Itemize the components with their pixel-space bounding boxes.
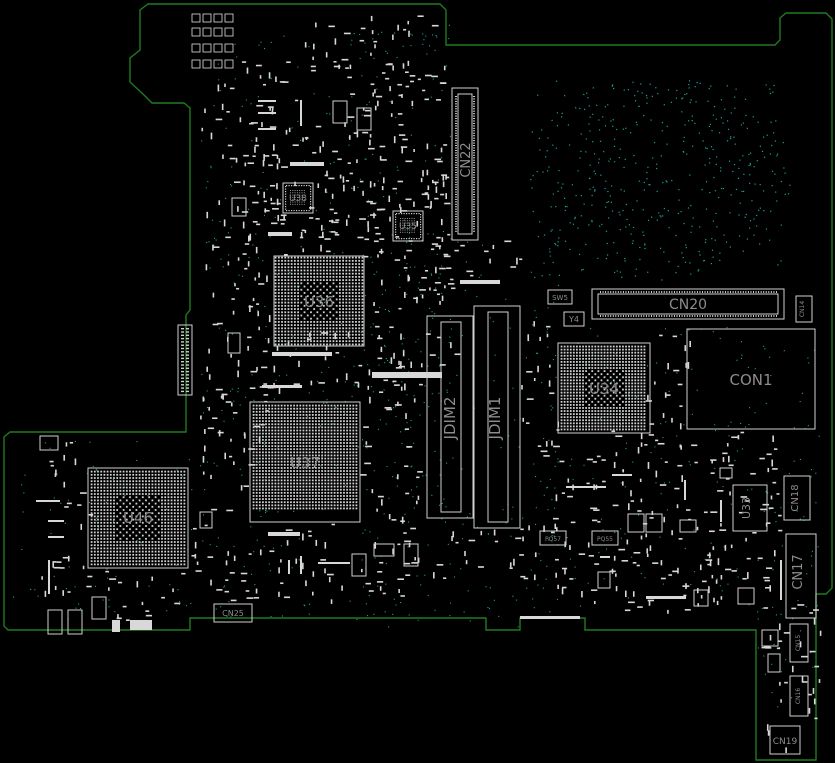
connector-con1-label: CON1 [729, 371, 772, 389]
dimm-slot-jdim1-label: JDIM1 [486, 397, 504, 441]
connector-cn15[interactable]: CN15 [789, 623, 809, 663]
connector-cn20-label: CN20 [669, 297, 707, 313]
connector-cn15-label: CN15 [795, 635, 802, 651]
connector-cn20[interactable]: CN20 [591, 288, 785, 320]
connector-cn22[interactable]: CN22 [451, 87, 479, 241]
connector-cn16[interactable]: CN16 [789, 675, 809, 717]
connector-cn25-label: CN25 [222, 609, 244, 618]
connector-cn25[interactable]: CN25 [213, 603, 253, 623]
connector-cn17-label: CN17 [791, 554, 806, 589]
chip-u36-label: U36 [304, 293, 334, 311]
chip-u34-label: U34 [589, 380, 619, 398]
transistor-pq57-label: PQ57 [545, 536, 561, 543]
bga-balls-u34 [560, 345, 646, 431]
via-dots [13, 24, 820, 708]
connector-cn14-label: CN14 [799, 301, 806, 317]
chip-u34[interactable]: U34 [557, 342, 651, 434]
small-components [39, 100, 781, 673]
chip-u37-label: U37 [290, 454, 320, 472]
chip-u46[interactable]: U46 [87, 467, 189, 569]
chip-u38-label: U38 [289, 194, 307, 204]
connector-cn14[interactable]: CN14 [795, 295, 813, 323]
chip-u37[interactable]: U37 [249, 401, 361, 523]
connector-cn22-label: CN22 [459, 142, 474, 177]
connector-cn16-label: CN16 [795, 688, 802, 704]
dimm-slot-jdim1[interactable]: JDIM1 [473, 305, 521, 529]
dimm-slot-jdim2[interactable]: JDIM2 [426, 315, 474, 519]
pins-cn22 [455, 96, 475, 232]
transistor-pq55[interactable]: PQ55 [591, 530, 619, 546]
bga-balls-u37 [252, 404, 358, 510]
connector-cn18-label: CN18 [790, 484, 801, 511]
transistor-pq57[interactable]: PQ57 [539, 530, 567, 546]
chip-u36[interactable]: U36 [273, 255, 365, 347]
connector-cn17[interactable]: CN17 [785, 533, 817, 619]
board-outline [3, 3, 833, 761]
pins-left-vertical [181, 328, 189, 393]
dimm-slot-jdim2-label: JDIM2 [441, 397, 459, 441]
switch-sw5-label: SW5 [552, 294, 568, 302]
qfn-pads-u38 [285, 185, 312, 212]
connector-con1[interactable]: CON1 [686, 328, 816, 430]
chip-u35-label: U35 [399, 222, 417, 232]
chip-u35[interactable]: U35 [392, 210, 424, 242]
crystal-y4[interactable]: Y4 [563, 311, 585, 327]
connector-cn18[interactable]: CN18 [783, 475, 811, 521]
chip-u46-label: U46 [123, 509, 153, 527]
crystal-y4-label: Y4 [568, 315, 579, 324]
pins-cn20 [600, 291, 777, 317]
chip-u33-label: U33 [740, 497, 753, 519]
passive-components [36, 15, 822, 754]
bga-balls-u46 [90, 470, 186, 566]
chip-u33[interactable]: U33 [732, 484, 768, 532]
transistor-pq55-label: PQ55 [597, 536, 613, 543]
chip-u38[interactable]: U38 [282, 182, 314, 214]
bga-balls-u36 [274, 256, 364, 346]
connector-cn19[interactable]: CN19 [769, 725, 801, 755]
switch-sw5[interactable]: SW5 [547, 289, 573, 305]
qfn-pads-u35 [395, 213, 422, 240]
connector-left-vertical[interactable] [177, 324, 193, 396]
top-left-pads [191, 13, 234, 69]
connector-cn19-label: CN19 [773, 737, 798, 747]
